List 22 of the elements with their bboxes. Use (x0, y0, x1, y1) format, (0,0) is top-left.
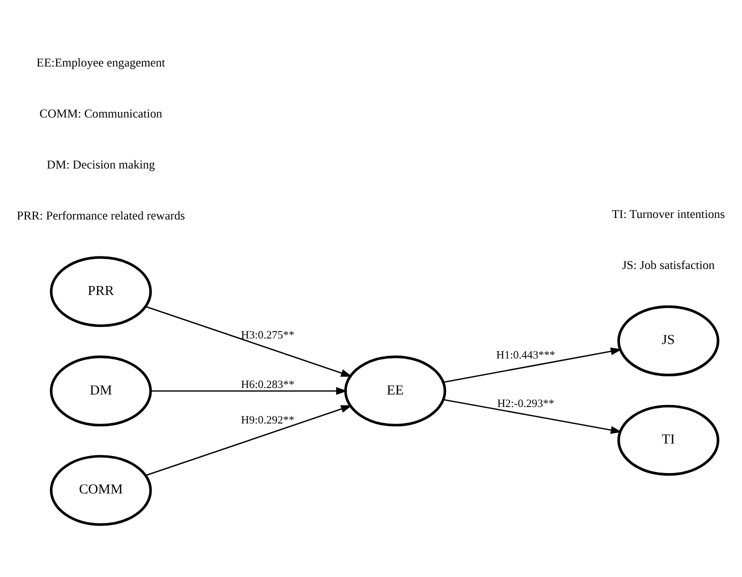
node-ellipse: JS (617, 304, 720, 376)
label: COMM: Communication (40, 106, 162, 120)
label: TI: Turnover intentions (612, 206, 725, 220)
edge-label: H3:0.275** (241, 329, 294, 342)
label: DM: Decision making (46, 157, 155, 172)
arrow (443, 346, 622, 382)
node-ellipse: PRR (50, 256, 152, 327)
node-ellipse: TI (617, 404, 720, 476)
arrow (150, 386, 348, 394)
arrow (146, 404, 352, 476)
edge-label: H6:0.283** (241, 378, 294, 390)
node-ellipse: COMM (50, 454, 152, 526)
node-ellipse: DM (50, 355, 152, 426)
node-ellipse: EE (344, 355, 446, 426)
arrow (146, 305, 352, 376)
label: JS: Job satisfaction (622, 257, 715, 272)
label: PRR: Performance related rewards (16, 208, 186, 222)
label: EE:Employee engagement (36, 55, 166, 70)
edge-label: H9:0.292** (241, 414, 294, 426)
edge-label: H1:0.443*** (496, 348, 556, 361)
arrow (443, 398, 622, 434)
edge-label: H2:-0.293** (497, 397, 554, 410)
